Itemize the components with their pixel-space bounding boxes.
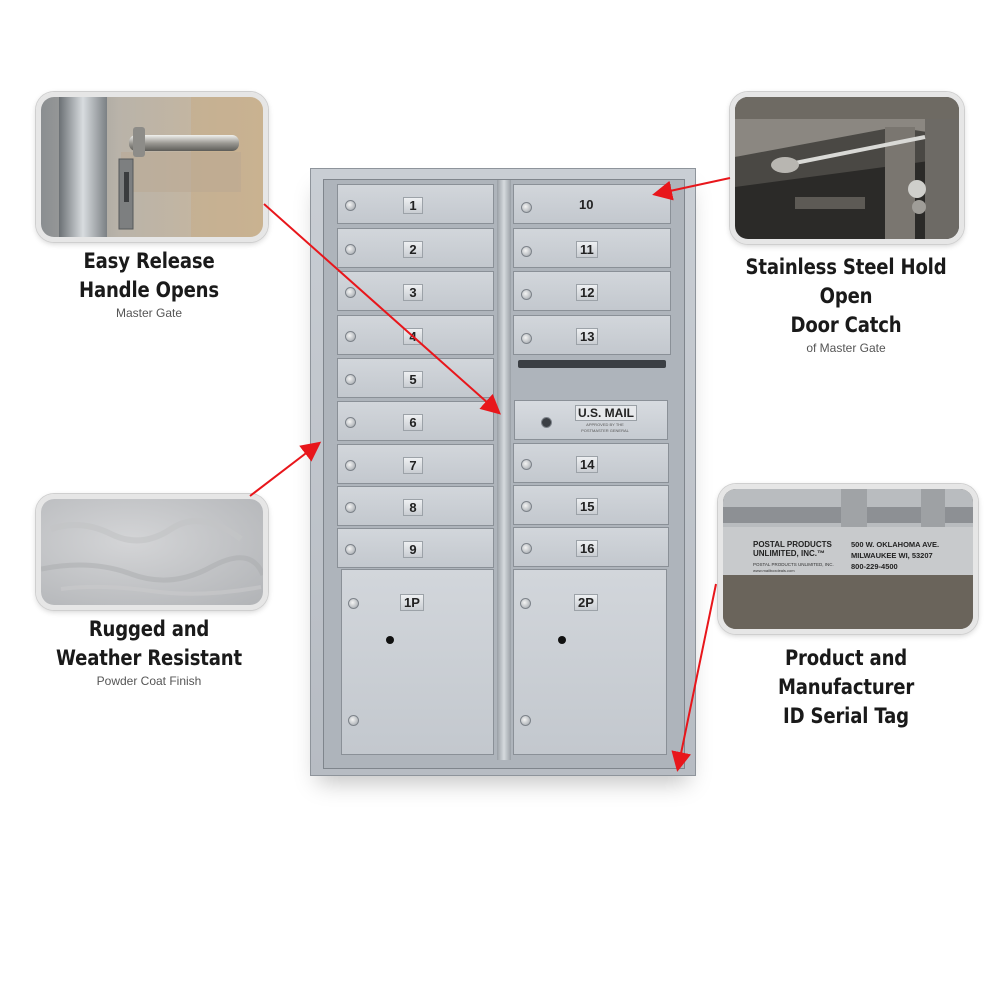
outgoing-mail-slot[interactable]: [518, 360, 666, 368]
door-number: 12: [576, 284, 599, 301]
lock-icon: [348, 598, 359, 609]
door-number: 3: [403, 284, 423, 301]
door-8[interactable]: 8: [337, 486, 494, 526]
door-4[interactable]: 4: [337, 315, 494, 355]
door-number: 13: [576, 328, 599, 345]
door-catch-title-2: Door Catch: [790, 313, 902, 337]
door-number: 7: [403, 457, 423, 474]
door-2[interactable]: 2: [337, 228, 494, 268]
door-number: 14: [576, 456, 599, 473]
lock-icon: [345, 374, 356, 385]
usmail-label: U.S. MAIL: [575, 405, 637, 421]
lock-icon: [345, 331, 356, 342]
lock-icon: [521, 202, 532, 213]
door-number: 2: [403, 241, 423, 258]
lock-icon: [521, 289, 532, 300]
tag-brand-line-2: UNLIMITED, INC.™: [753, 549, 825, 558]
door-11[interactable]: 11: [513, 228, 671, 268]
door-3[interactable]: 3: [337, 271, 494, 311]
lock-icon: [345, 200, 356, 211]
door-1[interactable]: 1: [337, 184, 494, 224]
handle-title-2: Handle Opens: [79, 278, 219, 302]
door-number: 5: [403, 371, 423, 388]
tag-small-1: POSTAL PRODUCTS UNLIMITED, INC.: [753, 562, 834, 567]
parcel-door-2p[interactable]: 2P: [513, 569, 667, 755]
door-number: 11: [576, 241, 598, 258]
lock-icon: [520, 715, 531, 726]
door-number: 8: [403, 499, 423, 516]
finish-subtitle: Powder Coat Finish: [96, 674, 202, 688]
door-number: 9: [403, 541, 423, 558]
door-number: 16: [576, 540, 599, 557]
arrow-finish: [249, 441, 322, 497]
handle-title-1: Easy Release: [83, 249, 215, 273]
master-lock-icon: [541, 417, 552, 428]
lock-icon: [520, 598, 531, 609]
handle-photo: [36, 92, 268, 242]
finish-title-2: Weather Resistant: [56, 646, 242, 670]
usmail-sub-1: APPROVED BY THE: [586, 422, 624, 427]
finish-title-1: Rugged and: [88, 617, 210, 641]
lock-icon: [521, 333, 532, 344]
door-10[interactable]: 10: [513, 184, 671, 224]
parcel-door-1p[interactable]: 1P: [341, 569, 494, 755]
tag-phone: 800-229-4500: [851, 562, 898, 571]
finish-caption: Rugged and Weather Resistant Powder Coat…: [30, 615, 268, 688]
door-catch-caption: Stainless Steel Hold Open Door Catch of …: [712, 253, 980, 355]
door-15[interactable]: 15: [513, 485, 669, 525]
door-7[interactable]: 7: [337, 444, 494, 484]
door-16[interactable]: 16: [513, 527, 669, 567]
lock-icon: [345, 244, 356, 255]
handle-caption: Easy Release Handle Opens Master Gate: [40, 247, 258, 320]
serial-tag-title-1: Product and Manufacturer: [777, 646, 915, 699]
usmail-panel: U.S. MAIL APPROVED BY THE POSTMASTER GEN…: [514, 400, 668, 440]
center-divider: [497, 180, 511, 760]
door-catch-title-1: Stainless Steel Hold Open: [745, 255, 947, 308]
lock-icon: [521, 246, 532, 257]
parcel-keyhole-icon: [558, 636, 566, 644]
serial-tag-caption: Product and Manufacturer ID Serial Tag: [706, 644, 986, 731]
lock-icon: [521, 459, 532, 470]
door-number: 1P: [400, 594, 424, 611]
door-number: 2P: [574, 594, 598, 611]
door-number: 6: [403, 414, 423, 431]
lock-icon: [521, 501, 532, 512]
lock-icon: [345, 287, 356, 298]
lock-icon: [345, 417, 356, 428]
door-number: 1: [403, 197, 423, 214]
tag-address-1: 500 W. OKLAHOMA AVE.: [851, 540, 939, 549]
door-5[interactable]: 5: [337, 358, 494, 398]
door-catch-photo: [730, 92, 964, 244]
usmail-sub-2: POSTMASTER GENERAL: [581, 428, 629, 433]
tag-address-2: MILWAUKEE WI, 53207: [851, 551, 933, 560]
door-number: 15: [576, 498, 599, 515]
serial-tag-title-2: ID Serial Tag: [783, 704, 909, 728]
door-number: 10: [579, 197, 594, 212]
lock-icon: [345, 502, 356, 513]
tag-small-2: www.mailboxdeals.com: [753, 568, 795, 573]
door-number: 4: [403, 328, 423, 345]
door-13[interactable]: 13: [513, 315, 671, 355]
powder-coat-photo: [36, 494, 268, 610]
tag-brand-line-1: POSTAL PRODUCTS: [753, 540, 832, 549]
door-12[interactable]: 12: [513, 271, 671, 311]
handle-subtitle: Master Gate: [115, 306, 183, 320]
serial-tag-photo: POSTAL PRODUCTS UNLIMITED, INC.™ 500 W. …: [718, 484, 978, 634]
door-9[interactable]: 9: [337, 528, 494, 568]
usmail-plate: U.S. MAIL APPROVED BY THE POSTMASTER GEN…: [575, 405, 637, 435]
lock-icon: [345, 544, 356, 555]
parcel-keyhole-icon: [386, 636, 394, 644]
lock-icon: [348, 715, 359, 726]
door-6[interactable]: 6: [337, 401, 494, 441]
door-catch-subtitle: of Master Gate: [806, 341, 886, 355]
lock-icon: [345, 460, 356, 471]
door-14[interactable]: 14: [513, 443, 669, 483]
lock-icon: [521, 543, 532, 554]
